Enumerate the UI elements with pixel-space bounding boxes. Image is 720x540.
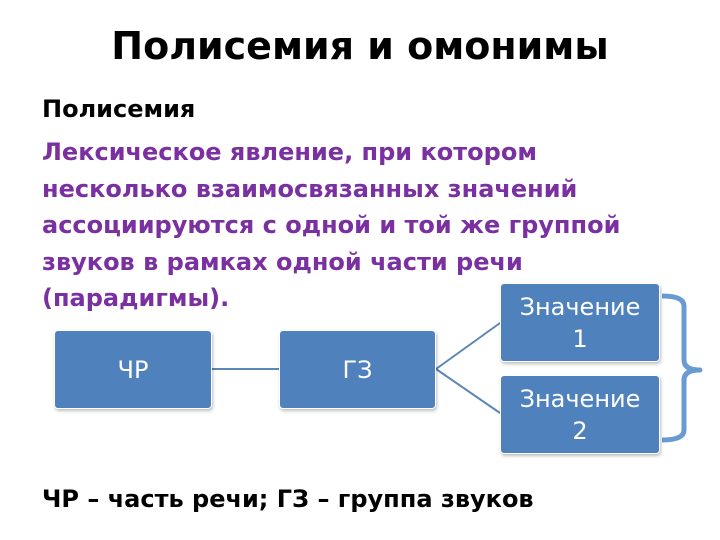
definition-line: звуков в рамках одной части речи [42, 247, 523, 276]
connector-gz-meaning2 [435, 368, 501, 414]
node-sound-group: ГЗ [279, 330, 436, 409]
section-heading: Полисемия [42, 95, 196, 123]
definition-line: несколько взаимосвязанных значений [42, 174, 578, 203]
node-meaning-1: Значение 1 [500, 283, 660, 362]
node-meaning-2: Значение 2 [500, 375, 660, 454]
bracket-icon [661, 293, 703, 443]
node-meaning-2-label: Значение [519, 384, 641, 413]
node-sound-group-label: ГЗ [342, 355, 373, 384]
node-meaning-1-number: 1 [572, 324, 588, 353]
node-part-of-speech-label: ЧР [117, 355, 149, 384]
node-part-of-speech: ЧР [54, 330, 212, 409]
abbreviation-legend: ЧР – часть речи; ГЗ – группа звуков [42, 485, 534, 513]
connector-gz-meaning1 [435, 322, 501, 370]
node-meaning-1-label: Значение [519, 292, 641, 321]
definition-line: Лексическое явление, при котором [42, 138, 537, 166]
node-meaning-2-number: 2 [572, 416, 588, 445]
slide-title: Полисемия и омонимы [111, 24, 609, 68]
definition-line: ассоциируются с одной и той же группой [42, 211, 621, 240]
definition-line: (парадигмы). [42, 284, 230, 313]
definition-text: Лексическое явление, при котором несколь… [42, 134, 692, 317]
